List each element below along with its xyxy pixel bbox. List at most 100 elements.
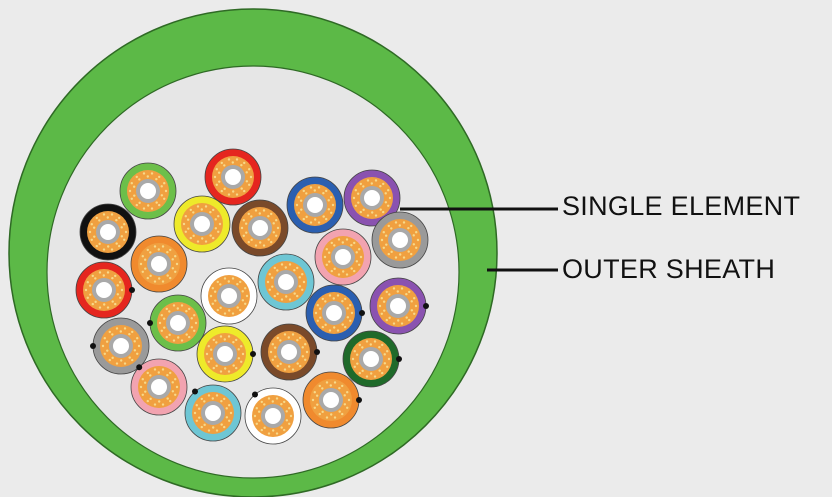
single-element [260,323,320,381]
strand-dot [212,338,215,342]
strand-dot [207,429,211,432]
strand-dot [223,164,226,167]
strand-dot [342,270,345,273]
single-element [130,235,188,293]
strand-dot [254,244,258,247]
strand-dot [323,255,327,259]
element-center [170,315,186,331]
strand-dot [143,381,147,384]
strand-dot [333,416,337,419]
strand-dot [380,312,383,316]
strand-dot [321,325,324,329]
strand-dot [297,211,300,215]
strand-dot [161,280,165,283]
strand-dot [414,304,418,308]
strand-dot [365,375,369,378]
element-center [151,379,167,395]
strand-dot [162,317,166,320]
strand-dot [325,247,328,251]
element-center [265,408,281,424]
strand-dot [110,213,114,216]
strand-dot [345,238,349,241]
strand-dot [232,340,235,344]
strand-dot [245,231,248,234]
strand-dot [123,362,127,365]
strand-dot [280,426,283,429]
strand-dot [228,309,231,312]
element-marker-dot [192,388,198,395]
strand-dot [358,343,361,347]
strand-dot [362,185,365,188]
strand-dot [293,268,296,272]
single-element [342,330,402,388]
element-marker-dot [129,287,135,293]
strand-dot [304,358,307,362]
strand-dot [262,209,266,212]
strand-dot [387,357,391,361]
strand-dot [354,204,357,208]
strand-dot [211,286,214,290]
strand-dot [215,429,219,432]
strand-dot [161,245,165,248]
strand-dot [382,182,385,186]
strand-dot [361,346,364,349]
strand-dot [385,243,388,246]
element-center [252,220,268,236]
strand-dot [232,364,235,367]
strand-dot [98,271,102,274]
strand-dot [169,248,172,252]
strand-dot [258,212,261,215]
single-element [75,261,135,319]
strand-dot [188,335,191,339]
element-center [205,405,221,421]
strand-dot [386,349,389,353]
strand-dot [128,189,132,193]
strand-dot [241,352,245,356]
strand-dot [350,243,353,247]
strand-dot [325,381,329,384]
strand-dot [123,222,126,226]
strand-dot [354,188,357,192]
strand-dot [333,381,337,384]
strand-dot [275,218,278,222]
strand-dot [271,358,274,362]
strand-dot [350,311,354,315]
strand-dot [123,327,127,330]
strand-dot [242,234,245,238]
single-element-label: SINGLE ELEMENT [562,191,801,221]
strand-dot [304,342,307,346]
strand-dot [291,333,295,336]
strand-dot [328,260,331,263]
strand-dot [105,340,109,343]
strand-dot [231,312,235,315]
strand-dot [268,288,271,292]
strand-dot [224,367,227,370]
strand-dot [158,175,161,179]
single-element [90,317,150,375]
single-element [302,371,362,429]
strand-dot [382,246,385,250]
strand-dot [106,271,110,274]
strand-dot [94,300,97,304]
strand-dot [275,432,279,435]
strand-dot [192,211,195,214]
strand-dot [283,428,286,432]
strand-dot [84,288,88,292]
strand-dot [115,327,119,330]
strand-dot [209,234,212,237]
strand-dot [250,238,253,242]
strand-dot [322,191,325,195]
strand-dot [139,385,143,389]
strand-dot [272,222,275,225]
strand-dot [160,329,163,333]
strand-dot [359,210,362,214]
strand-dot [213,290,217,293]
strand-dot [227,335,231,338]
strand-dot [204,205,208,208]
strand-dot [212,236,215,240]
strand-dot [120,359,123,362]
strand-dot [407,250,410,253]
strand-dot [168,333,171,337]
strand-dot [193,411,197,415]
strand-dot [164,189,168,193]
